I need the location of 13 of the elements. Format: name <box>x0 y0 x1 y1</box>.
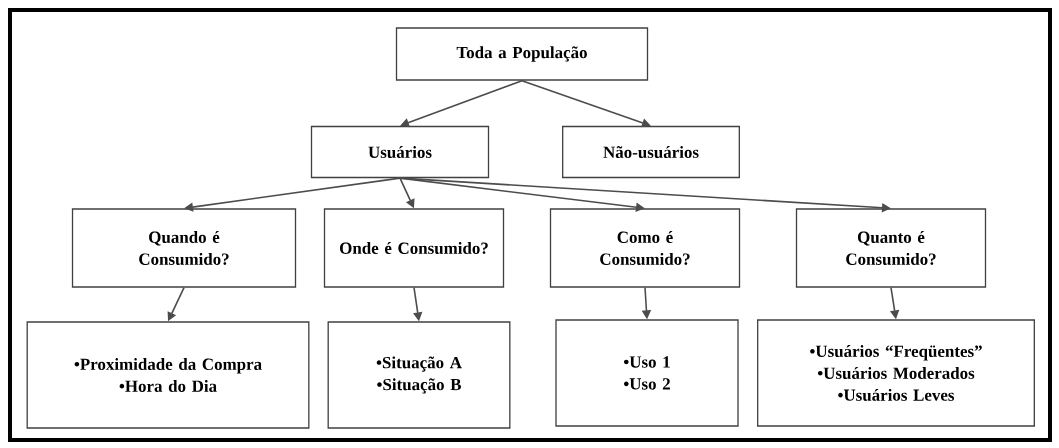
question-box: Onde é Consumido? <box>323 208 505 288</box>
root-box: Toda a População <box>395 27 649 81</box>
segment-box: Usuários <box>310 125 490 179</box>
question-box: Como é Consumido? <box>549 208 741 288</box>
question-box: Quanto é Consumido? <box>795 208 987 288</box>
arrow <box>400 79 523 128</box>
list-box: •Usuários “Freqüentes” •Usuários Moderados •Usuários Leves <box>757 319 1035 427</box>
arrow <box>521 79 651 128</box>
question-box: Quando é Consumido? <box>71 208 297 288</box>
list-box: •Uso 1 •Uso 2 <box>555 319 739 427</box>
list-box: •Situação A •Situação B <box>327 321 511 429</box>
list-box: •Proximidade da Compra •Hora do Dia <box>26 321 310 429</box>
segment-box: Não-usuários <box>562 125 740 179</box>
